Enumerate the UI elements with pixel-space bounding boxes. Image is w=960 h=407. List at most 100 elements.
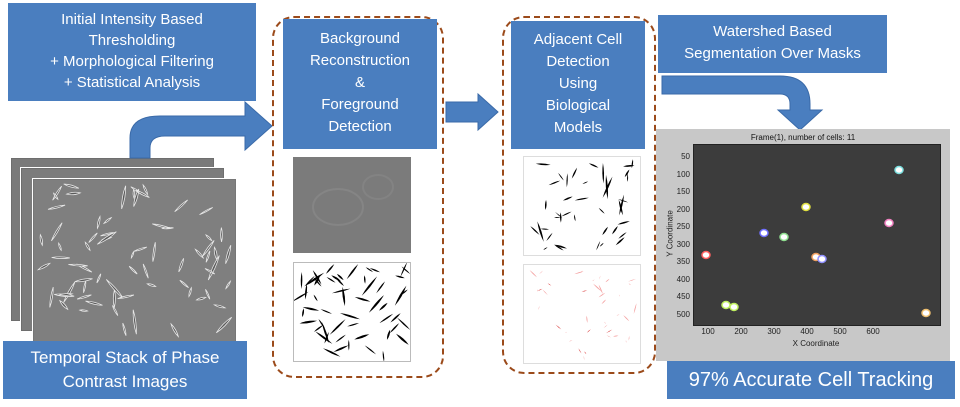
cell-shape — [539, 270, 544, 275]
cell-shape — [207, 255, 220, 281]
cell-shape — [578, 348, 582, 354]
cell-shape — [605, 278, 610, 283]
adjacent-line-1: Adjacent Cell — [533, 31, 623, 48]
background-line-5: Detection — [328, 118, 392, 135]
result-label-box: 97% Accurate Cell Tracking — [667, 361, 955, 399]
cell-shape — [313, 324, 324, 332]
cell-shape — [602, 226, 608, 236]
cell-shape — [305, 275, 315, 286]
cell-shape — [546, 232, 553, 242]
cell-shape — [389, 323, 400, 334]
x-tick-label: 600 — [866, 327, 880, 336]
tracked-cell-marker — [801, 202, 811, 212]
adjacent-line-3: Using — [558, 75, 598, 92]
tracking-result-figure: Frame(1), number of cells: 11 X Coordina… — [656, 129, 950, 361]
background-step-box: Background Reconstruction & Foreground D… — [283, 19, 437, 149]
cell-shape — [623, 315, 630, 322]
cell-shape — [178, 258, 185, 273]
cell-shape — [346, 263, 359, 280]
cell-shape — [102, 216, 113, 225]
cell-shape — [325, 264, 335, 274]
cell-shape — [379, 313, 394, 324]
cell-shape — [540, 228, 550, 230]
tracked-cell-marker — [817, 254, 827, 264]
cell-shape — [365, 267, 374, 273]
cell-shape — [537, 288, 543, 292]
curved-arrow-to-background — [129, 100, 273, 159]
phase-image-front — [32, 178, 237, 343]
cell-shape — [558, 172, 564, 181]
cell-shape — [376, 281, 386, 294]
cell-shape — [51, 222, 63, 242]
tracked-cell-marker — [721, 300, 731, 310]
cell-shape — [618, 232, 627, 239]
cell-shape — [363, 275, 366, 284]
cell-shape — [122, 322, 127, 336]
cell-shape — [96, 273, 102, 284]
cell-shape — [205, 250, 211, 263]
cell-shape — [584, 351, 587, 355]
cell-shape — [128, 265, 138, 275]
cell-shape — [604, 321, 606, 324]
cell-shape — [188, 286, 192, 298]
cell-shape — [74, 278, 93, 283]
cell-shape — [400, 289, 408, 296]
cell-shape — [331, 275, 341, 282]
cell-shape — [555, 324, 562, 330]
cell-shape — [205, 234, 213, 242]
tracked-cell-marker — [894, 165, 904, 175]
cell-shape — [631, 159, 634, 169]
cell-shape — [613, 335, 619, 337]
cell-shape — [100, 232, 114, 237]
cell-shape — [618, 294, 621, 297]
cell-shape — [326, 277, 336, 283]
thresholding-line-1: Initial Intensity Based — [61, 11, 203, 28]
cell-shape — [582, 181, 589, 184]
cell-shape — [170, 322, 180, 338]
cell-shape — [318, 319, 325, 329]
watershed-line-1: Watershed Based — [713, 23, 832, 40]
cell-shape — [586, 315, 588, 323]
cell-shape — [304, 283, 308, 300]
cell-shape — [538, 305, 540, 311]
cell-shape — [78, 309, 89, 312]
cell-shape — [335, 334, 346, 343]
adjacent-detection-image — [523, 264, 641, 364]
cell-shape — [215, 316, 232, 334]
cell-shape — [300, 271, 303, 289]
cell-shape — [581, 290, 588, 292]
y-tick-label: 50 — [681, 152, 690, 161]
cell-shape — [83, 280, 87, 293]
cell-shape — [347, 322, 360, 327]
input-label-line-2: Contrast Images — [62, 372, 188, 391]
cell-shape — [117, 294, 135, 300]
y-tick-label: 100 — [676, 169, 690, 179]
cell-shape — [562, 196, 573, 201]
cell-shape — [213, 246, 218, 261]
cell-shape — [63, 183, 80, 189]
cell-shape — [574, 197, 589, 201]
cell-shape — [598, 284, 603, 294]
cell-shape — [544, 199, 547, 211]
cell-shape — [202, 240, 215, 257]
cell-shape — [543, 247, 548, 250]
cell-shape — [598, 207, 605, 214]
cell-shape — [315, 331, 333, 344]
cell-shape — [603, 324, 608, 329]
adjacent-step-box: Adjacent Cell Detection Using Biological… — [511, 21, 645, 149]
cell-shape — [51, 256, 70, 259]
cell-shape — [58, 242, 62, 252]
adjacent-line-5: Models — [553, 119, 603, 136]
arrow-to-adjacent — [445, 92, 499, 132]
cell-shape — [571, 167, 578, 179]
adjacent-group-frame — [502, 16, 656, 374]
cell-shape — [633, 303, 637, 314]
cell-shape — [396, 333, 409, 345]
thresholding-line-4: + Statistical Analysis — [63, 74, 201, 91]
cell-shape — [152, 242, 156, 262]
cell-shape — [624, 169, 630, 178]
cell-shape — [132, 309, 137, 335]
cell-shape — [542, 289, 548, 296]
cell-shape — [627, 278, 637, 282]
cell-shape — [548, 180, 561, 186]
